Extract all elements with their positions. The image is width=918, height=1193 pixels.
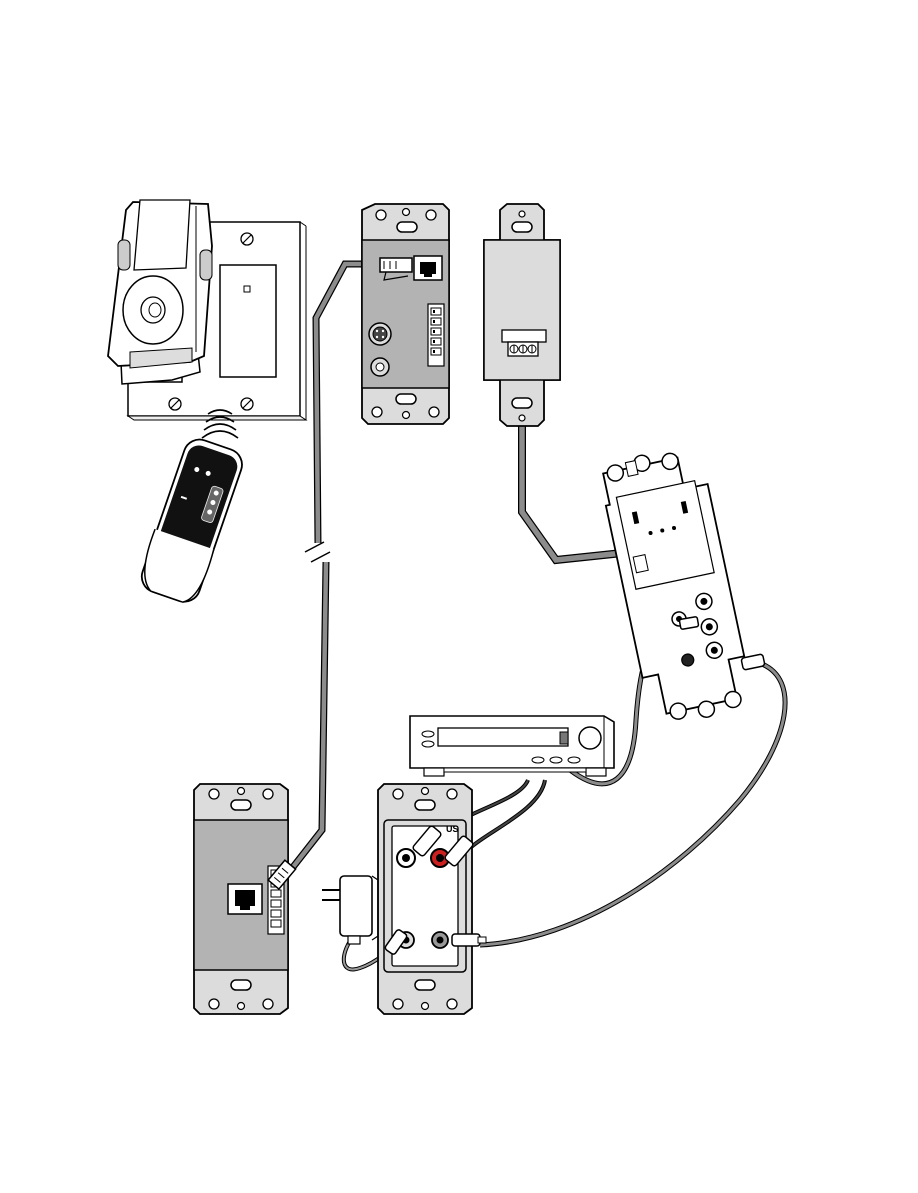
rj45-hub-wall-plate (194, 784, 296, 1014)
bracket-to-rca-plate-cable (480, 664, 785, 945)
input-jack-icon (560, 732, 568, 744)
svideo-jack-icon (369, 323, 391, 345)
display-window (438, 728, 568, 746)
rca-white-jack-icon (397, 849, 415, 867)
plate-screw-icon (169, 398, 181, 410)
screw-terminal-block-icon (508, 342, 538, 356)
left-grip (118, 240, 130, 270)
rj45-jack-icon (414, 256, 442, 280)
rca-jack-icon (371, 358, 389, 376)
dip-switch-block-icon (428, 304, 444, 366)
mounting-bracket-module (597, 443, 755, 729)
rca-audio-wall-plate: US (378, 784, 486, 1014)
player-screen (134, 200, 190, 270)
volume-knob-icon (579, 727, 601, 749)
rca-bottom-right-jack-icon (432, 932, 448, 948)
power-adapter (322, 876, 378, 944)
plate-screw-icon (241, 233, 253, 245)
ir-window-icon (244, 286, 250, 292)
terminal-block-wall-plate (484, 204, 560, 426)
label-strip (502, 330, 546, 342)
right-grip (200, 250, 212, 280)
receiver-foot (424, 768, 444, 776)
receiver-foot (586, 768, 606, 776)
decora-insert (220, 265, 276, 377)
bracket-terminal-icon (633, 555, 648, 573)
rj45-jack-icon (228, 884, 262, 914)
av-receiver (410, 716, 614, 776)
docked-media-player (108, 200, 306, 420)
ir-remote-control (135, 435, 247, 607)
cable-break-symbol (300, 542, 340, 562)
rca-plate-marking: US (446, 824, 459, 834)
rj45-svideo-wall-plate (362, 204, 449, 424)
plate-screw-icon (241, 398, 253, 410)
